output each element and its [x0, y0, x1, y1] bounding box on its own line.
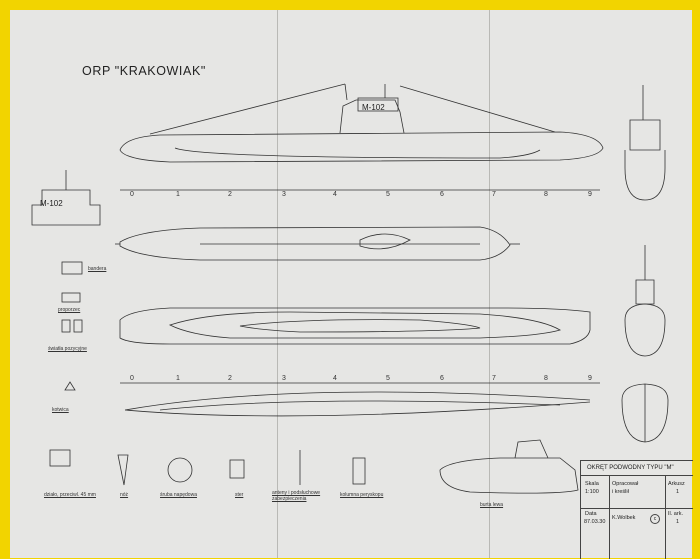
frame-number: 9: [588, 375, 592, 382]
frame-number: 1: [176, 191, 180, 198]
frame-number: 5: [386, 191, 390, 198]
frame-numbers-bottom: 0 1 2 3 4 5 6 7 8 9: [130, 375, 592, 382]
frame-number: 7: [492, 191, 496, 198]
frame-number: 7: [492, 375, 496, 382]
legend-swiatla: światła pozycyjne: [48, 346, 87, 352]
hull-outline: [119, 307, 591, 345]
drawing-paper: [10, 10, 692, 558]
periscope-column-icon: [352, 457, 366, 485]
antenna-wire: [149, 83, 346, 135]
frame-number: 0: [130, 375, 134, 382]
pennant-icon: [61, 292, 81, 303]
copyright-mark: c: [650, 514, 660, 524]
legend-sruba: śruba napędowa: [160, 492, 197, 498]
knife-icon: [117, 454, 129, 486]
frame-number: 8: [544, 191, 548, 198]
keel-line: [124, 401, 591, 417]
paper-fold: [489, 10, 490, 558]
legend-proporzec: proporzec: [58, 307, 81, 313]
waterline-curve: [174, 147, 541, 159]
arkusz-value: 1: [676, 489, 680, 495]
hull-number-small: M-102: [40, 199, 63, 208]
drawing-title: ORP "KRAKOWIAK": [82, 64, 206, 78]
frame-number: 3: [282, 191, 286, 198]
antenna-wire: [399, 85, 556, 133]
ikreslil-label: i kreślił: [612, 489, 629, 495]
frame-number: 1: [176, 375, 180, 382]
legend-kolumna: kolumna peryskopu: [340, 492, 384, 498]
rudder-icon: [229, 459, 245, 479]
arkusz-label: Arkusz: [668, 481, 685, 487]
flag-icon: [61, 261, 83, 275]
anchor-icon: [64, 381, 76, 391]
skala-value: 1:100: [585, 489, 599, 495]
ilark-value: 1: [676, 519, 680, 525]
midship-section: [624, 303, 666, 357]
plan-view-hull: [119, 226, 511, 261]
opracowal-label: Opracował: [612, 481, 639, 487]
front-tower: [629, 119, 661, 151]
legend-bandera: bandera: [88, 266, 107, 272]
side-detail-hull: [439, 457, 579, 494]
conning-tower: [339, 99, 405, 134]
legend-noz: nóż: [120, 492, 129, 498]
propeller-icon: [167, 457, 193, 483]
skala-label: Skala: [585, 481, 599, 487]
data-label: Data: [585, 511, 597, 517]
frame-number: 2: [228, 375, 232, 382]
title-block-header: OKRĘT PODWODNY TYPU "M": [581, 461, 693, 476]
sheer-line: [124, 391, 591, 411]
body-plan-section: [621, 383, 669, 443]
frame-number: 9: [588, 191, 592, 198]
plan-tower: [359, 233, 411, 250]
frame-number: 2: [228, 191, 232, 198]
tower-plate: [357, 97, 399, 112]
frame-number: 5: [386, 375, 390, 382]
legend-kotwica: kotwica: [52, 407, 69, 413]
frame-number: 6: [440, 191, 444, 198]
title-block: OKRĘT PODWODNY TYPU "M" Skala 1:100 Data…: [580, 460, 693, 559]
frame-number: 4: [333, 375, 337, 382]
legend-ster: ster: [235, 492, 244, 498]
data-value: 87.03.30: [584, 519, 606, 525]
ilark-label: Il. ark.: [668, 511, 683, 517]
frame-numbers-top: 0 1 2 3 4 5 6 7 8 9: [130, 191, 592, 198]
mast: [344, 83, 348, 101]
frame-number: 8: [544, 375, 548, 382]
hull-lines: [168, 311, 561, 339]
lights-icon: [61, 319, 71, 333]
small-front-view: [31, 189, 101, 226]
paper-fold: [277, 10, 278, 558]
frame-number: 0: [130, 191, 134, 198]
legend-dzialo: działo, przeciwl. 45 mm: [44, 492, 96, 498]
legend-burta: burta lewa: [480, 502, 504, 508]
side-profile-hull: [119, 131, 604, 163]
legend-anteny: anteny i podsłuchowe zabezpieczenia: [272, 490, 321, 502]
author: K.Wolbek: [612, 515, 636, 521]
front-section: [624, 150, 666, 201]
hull-number: M-102: [362, 103, 385, 112]
gun-icon: [49, 449, 71, 467]
frame-number: 6: [440, 375, 444, 382]
frame-number: 4: [333, 191, 337, 198]
frame-number: 3: [282, 375, 286, 382]
